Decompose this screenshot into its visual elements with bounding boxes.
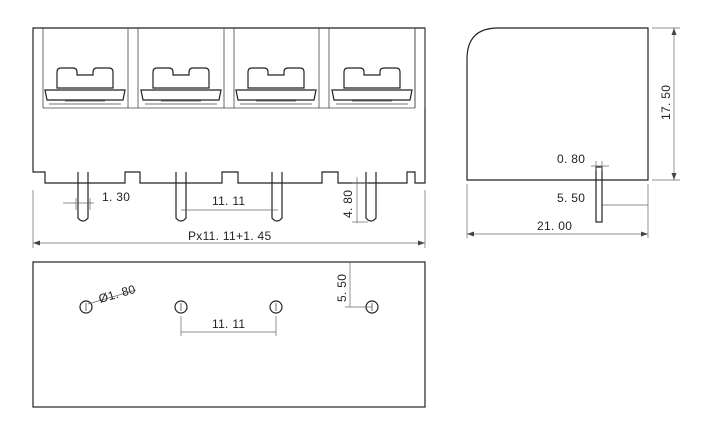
pitch-label: 11. 11 (212, 194, 245, 208)
pcb-holes (79, 300, 379, 314)
hole-pitch-label: 11. 11 (212, 317, 245, 331)
bottom-outline (32, 261, 426, 408)
pin-offset-label: 5. 50 (557, 191, 585, 205)
side-body-outline (466, 27, 649, 181)
dim-total-length: Px11. 11+1. 45 (32, 190, 426, 248)
terminal-slot (140, 28, 235, 108)
pcb-hole (79, 300, 93, 314)
side-pin (595, 166, 603, 223)
clamp-screw-icon (343, 67, 401, 89)
terminal-slot (235, 28, 330, 108)
dim-pitch: 11. 11 (181, 194, 278, 211)
dim-hole-offset: 5. 50 (335, 262, 372, 308)
pin-thickness-label: 0. 80 (557, 152, 585, 166)
dim-pin-length: 4. 80 (341, 177, 368, 223)
dim-pin-thickness: 0. 80 (557, 152, 609, 170)
clamp-screw-icon (56, 67, 114, 89)
terminal-pin (175, 172, 187, 222)
dim-height: 17. 50 (652, 27, 680, 181)
dim-depth: 21. 00 (466, 184, 649, 238)
pin-width-label: 1. 30 (102, 190, 130, 204)
dim-pin-width: 1. 30 (63, 190, 130, 210)
terminal-slots (44, 28, 426, 108)
dim-pin-offset: 5. 50 (557, 184, 649, 210)
depth-label: 21. 00 (537, 219, 572, 233)
dim-hole-pitch: 11. 11 (180, 316, 277, 336)
terminal-slot (331, 28, 426, 108)
total-length-label: Px11. 11+1. 45 (188, 229, 272, 243)
clamp-screw-icon (247, 67, 305, 89)
dim-hole-diameter: Ø1. 80 (87, 282, 137, 306)
terminal-pin (365, 172, 377, 222)
terminal-pin (77, 172, 89, 222)
side-view: 17. 50 0. 80 5. 50 21. 00 (466, 27, 680, 238)
pin-length-label: 4. 80 (341, 190, 355, 218)
height-label: 17. 50 (659, 85, 673, 120)
front-body-outline (32, 27, 426, 184)
clamp-screw-icon (152, 67, 210, 89)
front-view: 1. 30 11. 11 4. 80 Px11. 11+1. 45 (32, 27, 426, 248)
hole-offset-label: 5. 50 (335, 274, 349, 302)
terminal-pins (77, 172, 377, 222)
terminal-slot (44, 28, 139, 108)
pcb-hole (269, 300, 283, 314)
terminal-pin (271, 172, 283, 222)
pcb-hole (174, 300, 188, 314)
hole-diameter-label: Ø1. 80 (97, 282, 137, 306)
bottom-view: Ø1. 80 5. 50 11. 11 (32, 261, 426, 408)
